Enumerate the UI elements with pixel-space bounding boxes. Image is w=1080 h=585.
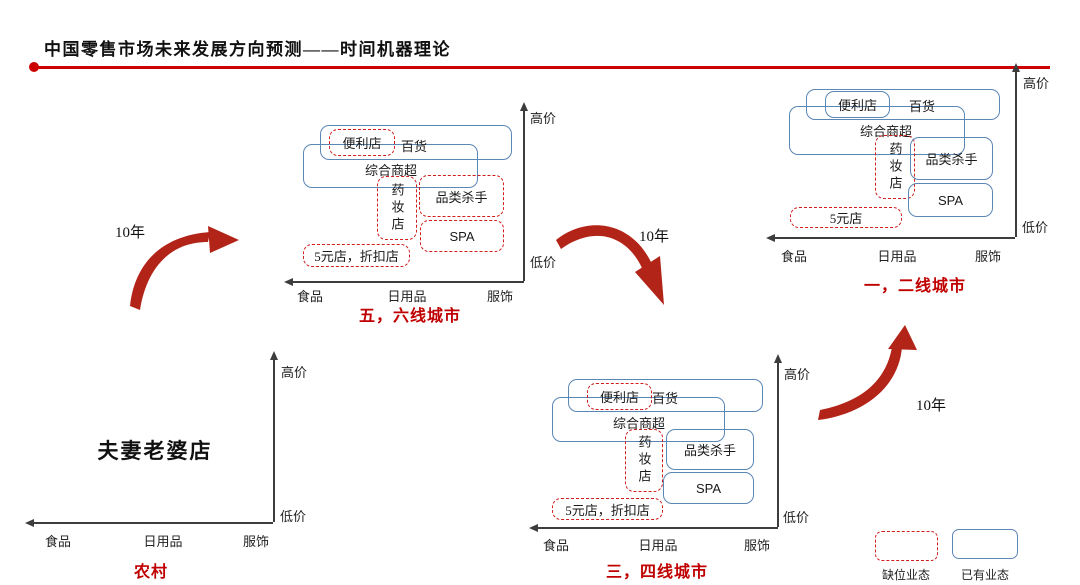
box-category-killer: 品类杀手: [910, 137, 993, 180]
x-label-daily-goods: 日用品: [143, 534, 183, 549]
x-label-daily-goods: 日用品: [877, 249, 917, 264]
curved-arrow-icon: [130, 226, 239, 310]
curved-arrow-icon: [556, 225, 664, 305]
arrow-tier-5-6-to-tier-3-4: 10年: [548, 212, 673, 317]
x-label-apparel: 服饰: [486, 289, 514, 304]
x-axis: [284, 277, 524, 286]
page-title: 中国零售市场未来发展方向预测——时间机器理论: [44, 40, 451, 59]
arrow-rural-to-tier-5-6: 10年: [112, 220, 247, 315]
chart-tier-1-2: 便利店 百货 综合商超 药妆店 品类杀手 SPA 5元店 高价 低价 食品 日用…: [766, 63, 1050, 300]
x-label-food: 食品: [780, 249, 808, 264]
band-lower-blue: [552, 397, 725, 442]
box-convenience-store: 便利店: [587, 383, 652, 410]
y-axis: [1011, 63, 1020, 237]
band-lower-blue: [303, 144, 478, 188]
chart-title-rural: 农村: [133, 564, 168, 581]
label-department-store: 百货: [908, 99, 936, 114]
title-rule-line: [36, 66, 1050, 69]
y-label-low-price: 低价: [280, 509, 307, 524]
box-convenience-store: 便利店: [329, 129, 395, 156]
mom-and-pop-store-label: 夫妻老婆店: [97, 439, 213, 463]
x-label-apparel: 服饰: [743, 538, 771, 553]
y-label-low-price: 低价: [783, 510, 810, 525]
y-label-high-price: 高价: [281, 365, 308, 380]
y-label-high-price: 高价: [530, 111, 557, 126]
x-label-apparel: 服饰: [242, 534, 270, 549]
x-label-food: 食品: [44, 534, 72, 549]
box-drugstore: 药妆店: [377, 176, 417, 240]
label-supermarket: 综合商超: [364, 163, 418, 178]
x-label-daily-goods: 日用品: [638, 538, 678, 553]
x-label-daily-goods: 日用品: [387, 289, 427, 304]
box-drugstore: 药妆店: [875, 135, 915, 199]
y-label-high-price: 高价: [784, 367, 811, 382]
box-discount-store: 5元店，折扣店: [552, 498, 663, 520]
curved-arrow-icon: [818, 325, 917, 420]
y-axis: [269, 351, 278, 522]
box-discount-store: 5元店，折扣店: [303, 244, 410, 267]
band-upper-blue: [320, 125, 512, 160]
arrow-tier-3-4-to-tier-1-2: 10年: [812, 322, 962, 427]
y-axis: [519, 102, 528, 281]
band-upper-blue: [568, 379, 763, 412]
y-label-low-price: 低价: [1022, 220, 1049, 235]
legend-existing-label: 已有业态: [960, 568, 1010, 582]
x-axis: [529, 523, 778, 532]
box-drugstore: 药妆店: [625, 429, 663, 492]
arrow-duration-label: 10年: [115, 225, 146, 241]
box-spa: SPA: [420, 220, 504, 252]
arrow-duration-label: 10年: [916, 398, 947, 414]
chart-title-tier-1-2: 一，二线城市: [863, 278, 966, 295]
y-label-low-price: 低价: [530, 255, 557, 270]
legend: 缺位业态 已有业态: [860, 525, 1070, 583]
x-axis: [25, 518, 273, 527]
legend-existing-swatch: [952, 529, 1018, 559]
y-axis: [773, 354, 782, 527]
x-label-apparel: 服饰: [974, 249, 1002, 264]
chart-title-tier-3-4: 三，四线城市: [605, 564, 708, 581]
band-upper-blue: [806, 89, 1000, 120]
chart-rural: 夫妻老婆店 高价 低价 食品 日用品 服饰 农村: [25, 351, 310, 585]
arrow-duration-label: 10年: [639, 229, 670, 245]
band-lower-blue: [789, 106, 965, 155]
x-label-food: 食品: [542, 538, 570, 553]
box-spa: SPA: [663, 472, 754, 504]
y-label-high-price: 高价: [1023, 76, 1050, 91]
box-category-killer: 品类杀手: [419, 175, 504, 217]
title-rule-dot: [29, 62, 39, 72]
label-supermarket: 综合商超: [612, 416, 666, 431]
box-spa: SPA: [908, 183, 993, 217]
label-department-store: 百货: [651, 391, 679, 406]
box-category-killer: 品类杀手: [666, 429, 754, 470]
chart-title-tier-5-6: 五，六线城市: [358, 308, 461, 325]
legend-missing-label: 缺位业态: [881, 568, 931, 582]
x-axis: [766, 233, 1015, 242]
box-convenience-store: 便利店: [825, 91, 890, 118]
x-label-food: 食品: [296, 289, 324, 304]
chart-tier-3-4: 便利店 百货 综合商超 药妆店 品类杀手 SPA 5元店，折扣店 高价 低价 食…: [529, 354, 810, 585]
legend-missing-swatch: [875, 531, 938, 561]
label-department-store: 百货: [400, 139, 428, 154]
chart-tier-5-6: 便利店 百货 综合商超 药妆店 品类杀手 SPA 5元店，折扣店 高价 低价 食…: [284, 102, 556, 325]
box-discount-store: 5元店: [790, 207, 902, 228]
